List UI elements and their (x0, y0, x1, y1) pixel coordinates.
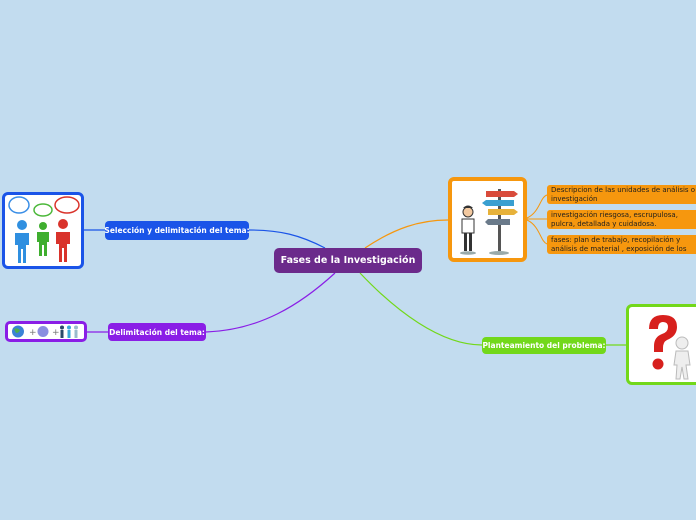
fases-item-3[interactable]: fases: plan de trabajo, recopilación y a… (547, 235, 696, 254)
globe-plus-people-icon: + + (5, 321, 87, 342)
central-topic-label: Fases de la Investigación (280, 255, 416, 266)
fases-item-3-text: fases: plan de trabajo, recopilación y a… (551, 236, 687, 253)
people-speech-bubbles-icon (2, 192, 84, 269)
connector-fases-item-1 (526, 194, 548, 219)
question-mark-figure-icon (626, 304, 696, 385)
topic-delimitacion[interactable]: Delimitación del tema: (108, 323, 206, 341)
central-topic[interactable]: Fases de la Investigación (274, 248, 422, 273)
signpost-thinking-man-icon (448, 177, 527, 262)
topic-seleccion[interactable]: Selección y delimitación del tema: (104, 221, 250, 240)
connector-delimitacion (205, 272, 336, 333)
fases-item-1[interactable]: Descripcion de las unidades de análisis … (547, 185, 696, 204)
topic-delimitacion-label: Delimitación del tema: (109, 327, 205, 337)
fases-item-2-text: investigación riesgosa, escrupulosa, pul… (551, 211, 678, 228)
connector-fases (364, 219, 449, 249)
connector-fases-item-3 (526, 219, 548, 245)
svg-text:+: + (29, 328, 37, 338)
fases-item-1-text: Descripcion de las unidades de análisis … (551, 186, 696, 203)
connector-seleccion (248, 229, 326, 249)
topic-planteamiento[interactable]: Planteamiento del problema: (482, 337, 606, 354)
connector-planteamiento (359, 272, 483, 346)
topic-planteamiento-label: Planteamiento del problema: (482, 341, 606, 350)
svg-text:+: + (52, 328, 60, 338)
fases-item-2[interactable]: investigación riesgosa, escrupulosa, pul… (547, 210, 696, 229)
topic-seleccion-label: Selección y delimitación del tema: (104, 226, 250, 235)
